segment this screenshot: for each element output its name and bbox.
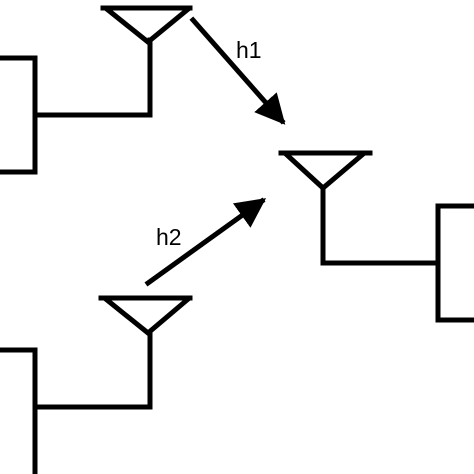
transmitter-1-feed-line: [32, 37, 153, 118]
receiver-device-box: [435, 203, 474, 323]
transmitter-2: [0, 295, 193, 474]
receiver-feed-line: [320, 185, 441, 266]
receiver: [278, 150, 474, 323]
channel-arrow-h1: [189, 16, 286, 125]
transmitter-1: [0, 5, 193, 175]
transmitter-1-device-box: [0, 55, 38, 175]
transmitter-2-feed-line: [32, 330, 153, 410]
transmitter-2-device-box: [0, 347, 38, 474]
transmitter-2-antenna-icon: [98, 295, 193, 337]
channel-arrow-h2: [144, 197, 267, 287]
receiver-antenna-icon: [278, 150, 373, 192]
channel-label-h2: h2: [156, 224, 182, 250]
channel-label-h1: h1: [236, 37, 262, 63]
transmitter-1-antenna-icon: [100, 5, 193, 46]
